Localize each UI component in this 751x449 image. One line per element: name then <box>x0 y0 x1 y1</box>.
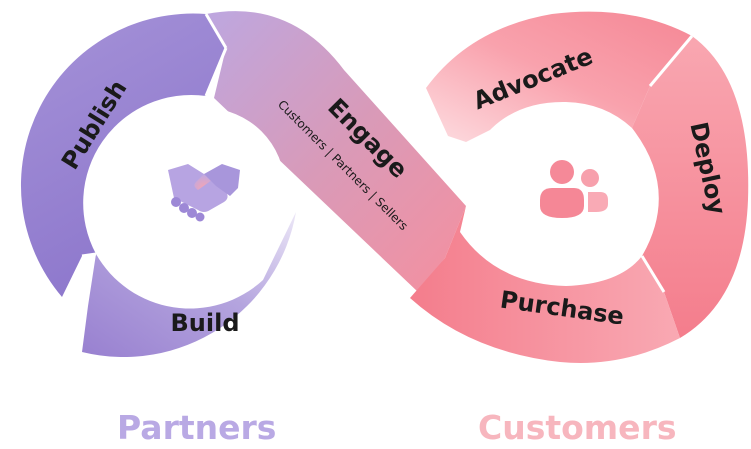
purchase-segment <box>410 206 680 363</box>
publish-segment <box>20 13 227 297</box>
engage-segment <box>206 11 466 292</box>
deploy-segment <box>632 36 749 338</box>
partners-group-label: Partners <box>117 408 277 447</box>
build-label: Build <box>170 309 239 337</box>
customers-group-label: Customers <box>478 408 677 447</box>
handshake-icon <box>168 164 240 222</box>
segment-separators <box>81 13 694 293</box>
advocate-segment <box>426 11 692 142</box>
build-segment <box>82 212 296 358</box>
people-group-icon <box>540 160 608 218</box>
